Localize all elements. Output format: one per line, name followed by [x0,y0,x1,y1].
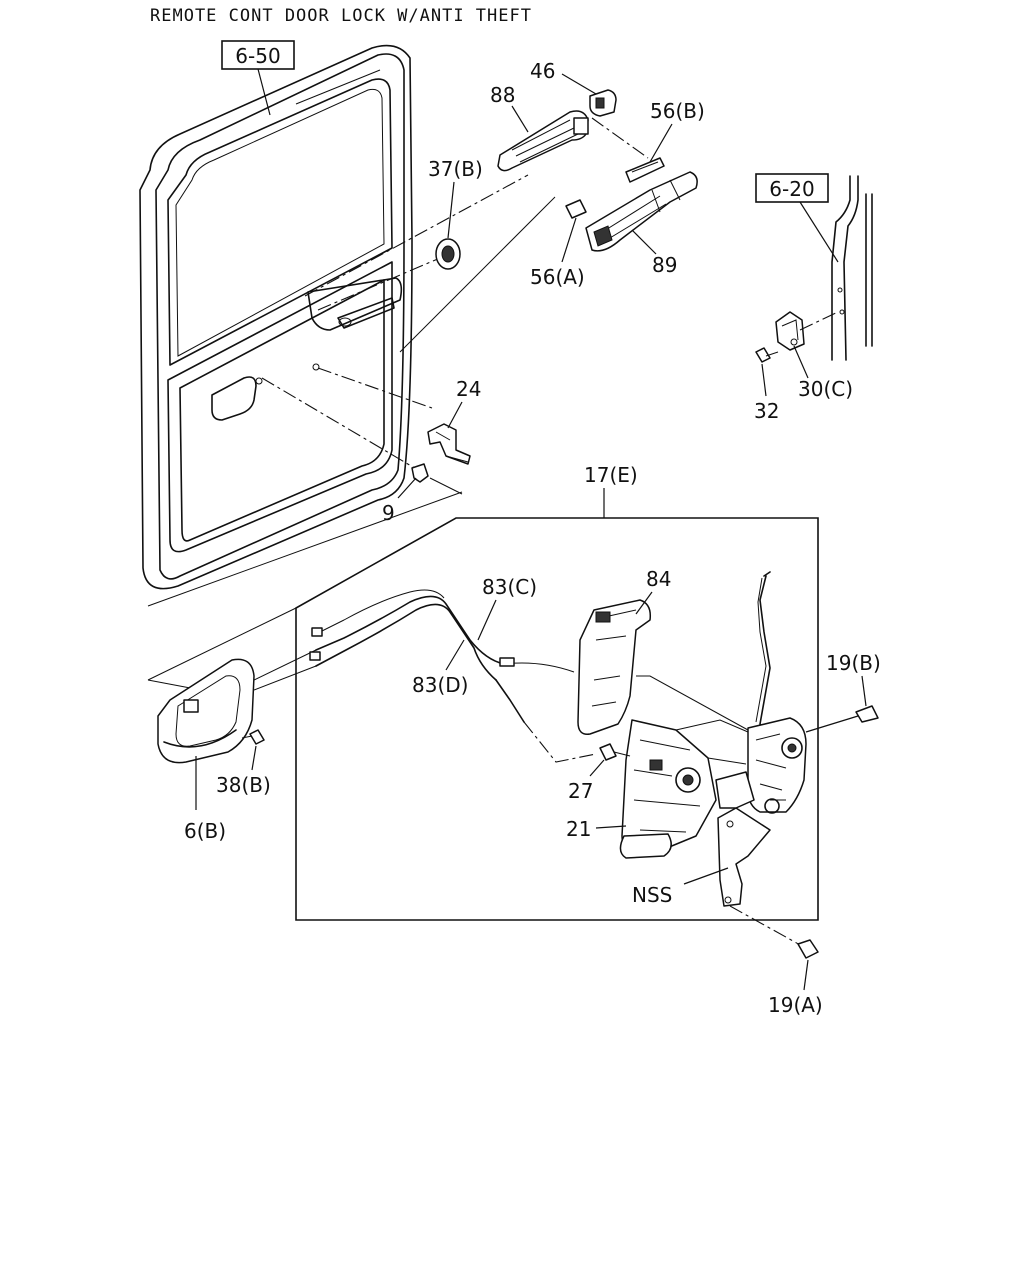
callout-27: 27 [568,779,593,803]
handle-frame-89: 89 [585,171,698,277]
inner-handle-6b: 6(B) [157,658,255,843]
callout-88: 88 [490,83,515,107]
panel-to-box-line [147,491,463,607]
clip-9: 9 [382,463,429,525]
assembly-box [295,517,819,921]
center-line-cable [523,721,597,763]
callout-46: 46 [530,59,555,83]
screw-line-19b [805,715,859,733]
callout-83c: 83(C) [482,575,537,599]
callout-24: 24 [456,377,481,401]
screw-19b: 19(B) [826,651,881,723]
callout-17e: 17(E) [584,463,638,487]
callout-56a: 56(A) [530,265,585,289]
latch-mechanism [747,717,807,814]
center-line-cylinder [591,117,649,159]
center-line-seal [399,196,556,353]
striker-30c: 30(C) [775,311,853,401]
center-line-grommet [317,257,441,311]
callout-nss: NSS [632,883,672,907]
callout-83d: 83(D) [412,673,468,697]
center-line-handle [304,174,529,297]
reference-6-20: 6-20 [755,173,839,263]
reference-6-50: 6-50 [221,40,295,116]
actuator-rod-line [636,675,749,731]
cable-lines-to-handle [253,649,317,691]
bolt-27: 27 [568,743,631,803]
cables-83: 83(C) 83(D) [309,575,575,723]
lock-assembly-21: 21 [566,719,717,859]
callout-84: 84 [646,567,671,591]
callout-89: 89 [652,253,677,277]
door-panel [139,44,413,590]
center-line-striker [799,311,839,331]
callout-19a: 19(A) [768,993,823,1017]
gasket-56b: 56(B) [625,99,705,183]
center-line-bracket [317,367,433,409]
assembly-box-tail [147,607,297,681]
callout-19b: 19(B) [826,651,881,675]
lock-rod [755,571,771,731]
callout-32: 32 [754,399,779,423]
panel-edge-line [429,477,463,495]
diagram-title: REMOTE CONT DOOR LOCK W/ANTI THEFT [150,6,532,26]
screw-19a: 19(A) [768,939,823,1017]
center-line-19a [729,905,803,947]
center-line-clip [261,377,419,471]
callout-9: 9 [382,501,395,525]
callout-6b: 6(B) [184,819,226,843]
actuator-84: 84 [577,567,671,735]
callout-37b: 37(B) [428,157,483,181]
grommet-37b: 37(B) [428,157,483,270]
reference-label: 6-20 [769,177,814,201]
gasket-56a: 56(A) [530,199,587,289]
callout-21: 21 [566,817,591,841]
screw-32: 32 [754,347,779,423]
callout-56b: 56(B) [650,99,705,123]
key-cylinder-46: 46 [530,59,617,117]
body-pillar [831,175,873,361]
screw-38b: 38(B) [216,729,271,797]
callout-30c: 30(C) [798,377,853,401]
outside-handle-88: 88 [490,83,589,172]
lock-link-lines [675,719,749,765]
reference-label: 6-50 [235,44,280,68]
callout-38b: 38(B) [216,773,271,797]
bracket-nss: NSS [632,771,771,907]
bracket-24: 24 [427,377,481,465]
